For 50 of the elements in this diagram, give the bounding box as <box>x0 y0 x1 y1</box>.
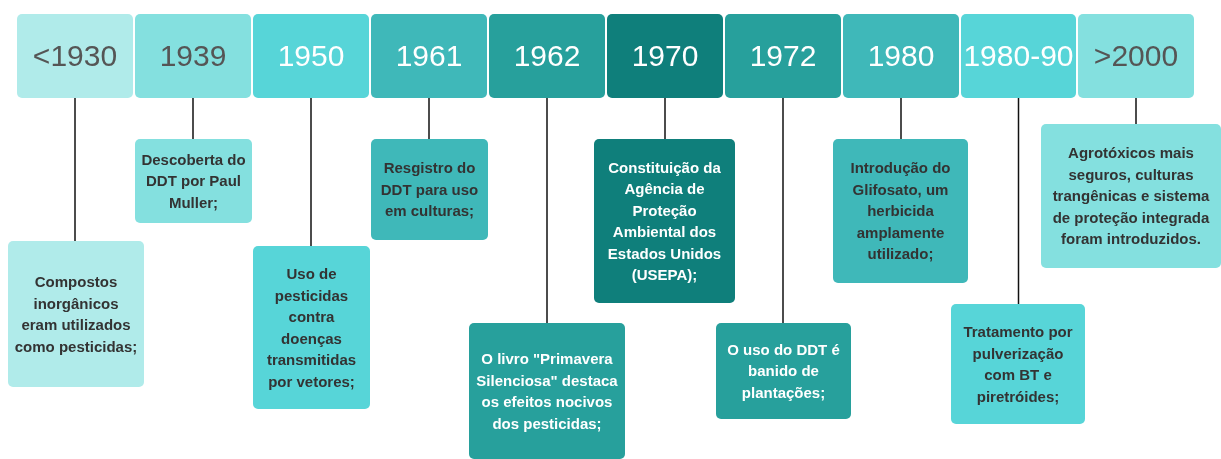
event-text: Constituição da Agência de Proteção Ambiental dos Estados Unidos (USEPA); <box>606 157 723 285</box>
connector-line <box>782 97 784 324</box>
event-text: O livro "Primavera Silenciosa" destaca os efeitos nocivos dos pesticidas; <box>475 349 619 434</box>
year-label: 1962 <box>513 39 581 73</box>
year-box <box>489 14 605 98</box>
event-text: Uso de pesticidas contra doenças transmitidas por vetores; <box>265 264 358 392</box>
connector-line <box>900 97 902 140</box>
connector-line <box>310 97 312 247</box>
year-label: 1961 <box>395 39 463 73</box>
connector-line <box>192 97 194 140</box>
year-label: <1930 <box>32 39 118 73</box>
year-box <box>725 14 841 98</box>
event-text: Compostos inorgânicos eram utilizados como pesticidas; <box>14 272 138 357</box>
year-label: >2000 <box>1093 39 1179 73</box>
year-box <box>17 14 133 98</box>
connector-line <box>1017 97 1020 305</box>
event-text: Agrotóxicos mais seguros, culturas trangênicas e sistema de proteção integrada foram introduzidos. <box>1051 143 1211 250</box>
event-text: O uso do DDT é banido de plantações; <box>726 339 841 403</box>
year-box <box>961 14 1076 98</box>
connector-line <box>428 97 430 140</box>
year-label: 1939 <box>159 39 227 73</box>
year-label: 1950 <box>277 39 345 73</box>
event-box <box>1041 124 1221 268</box>
event-box <box>8 241 144 387</box>
year-box <box>1078 14 1194 98</box>
year-box <box>371 14 487 98</box>
event-box <box>951 304 1085 424</box>
event-box <box>833 139 968 283</box>
event-box <box>253 246 370 409</box>
year-label: 1972 <box>749 39 817 73</box>
year-box <box>843 14 959 98</box>
year-box <box>135 14 251 98</box>
event-text: Resgistro do DDT para uso em culturas; <box>379 158 480 222</box>
year-label: 1970 <box>631 39 699 73</box>
event-text: Tratamento por pulverização com BT e piretróides; <box>962 322 1074 407</box>
connector-line <box>1135 97 1137 125</box>
event-box <box>135 139 252 223</box>
year-box <box>607 14 723 98</box>
event-box <box>469 323 625 459</box>
connector-line <box>664 97 666 140</box>
event-text: Introdução do Glifosato, um herbicida amplamente utilizado; <box>849 158 952 265</box>
year-label: 1980 <box>867 39 935 73</box>
event-text: Descoberta do DDT por Paul Muller; <box>141 149 246 213</box>
event-box <box>371 139 488 240</box>
event-box <box>594 139 735 303</box>
event-box <box>716 323 851 419</box>
connector-line <box>546 97 548 324</box>
year-box <box>253 14 369 98</box>
year-label: 1980-90 <box>963 39 1074 73</box>
connector-line <box>74 97 76 242</box>
